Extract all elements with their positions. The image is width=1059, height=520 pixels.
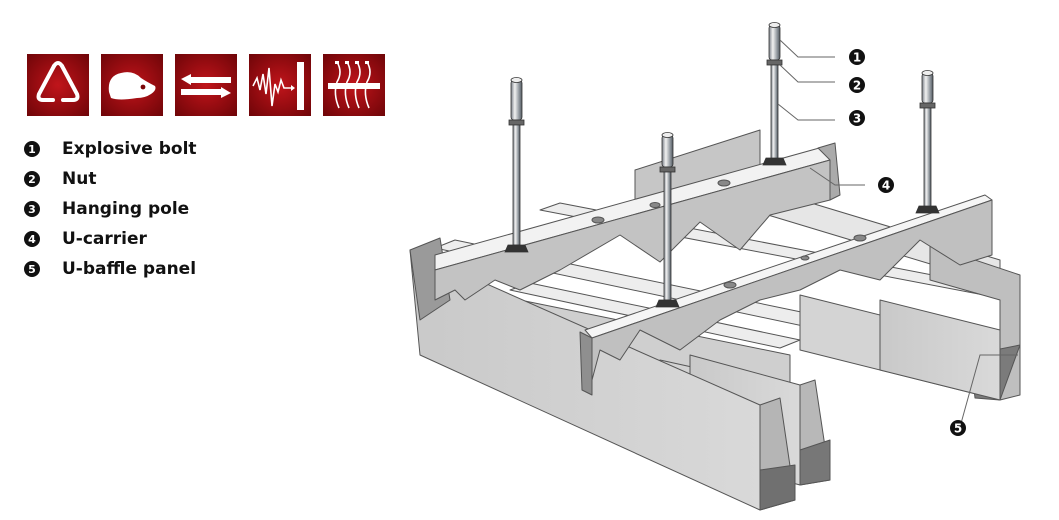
callout-5: 5 [950,420,966,436]
legend-item-nut: 2 Nut [24,164,96,194]
svg-text:5: 5 [954,422,962,436]
legend-item-u-baffle-panel: 5 U-baffle panel [24,254,196,284]
callout-2: 2 [849,77,865,93]
u-baffle-panel-right [799,244,1021,401]
hanging-poles [504,22,940,308]
callout-1: 1 [849,49,865,65]
svg-text:2: 2 [853,79,861,93]
callout-4: 4 [878,177,894,193]
legend: 1 Explosive bolt 2 Nut 3 Hanging pole 4 … [24,134,197,284]
legend-label: Explosive bolt [62,139,197,159]
svg-text:3: 3 [853,112,861,126]
legend-item-u-carrier: 4 U-carrier [24,224,147,254]
legend-item-hanging-pole: 3 Hanging pole [24,194,189,224]
legend-label: U-baffle panel [62,259,197,279]
u-carrier-front [579,194,993,396]
legend-item-explosive-bolt: 1 Explosive bolt [24,134,197,164]
hanging-pole-b [655,132,680,308]
u-carrier-back [434,142,841,301]
legend-label: Hanging pole [62,199,190,219]
hanging-pole-c [762,22,787,166]
legend-label: Nut [62,169,97,189]
hanging-pole-a [504,77,529,253]
exchange-arrows-icon [175,54,237,116]
svg-text:4: 4 [882,179,890,193]
callout-3: 3 [849,110,865,126]
legend-label: U-carrier [62,229,147,249]
legend-number: 5 [24,261,40,277]
legend-number: 1 [24,141,40,157]
hanging-pole-d [915,70,940,214]
svg-text:1: 1 [853,51,861,65]
callout-leaders [777,39,1018,428]
sound-wave-barrier-icon [249,54,311,116]
feature-icons-row [27,54,385,116]
mouse-icon [101,54,163,116]
legend-number: 2 [24,171,40,187]
legend-number: 3 [24,201,40,217]
legend-number: 4 [24,231,40,247]
ventilation-icon [323,54,385,116]
recycle-icon [27,54,89,116]
